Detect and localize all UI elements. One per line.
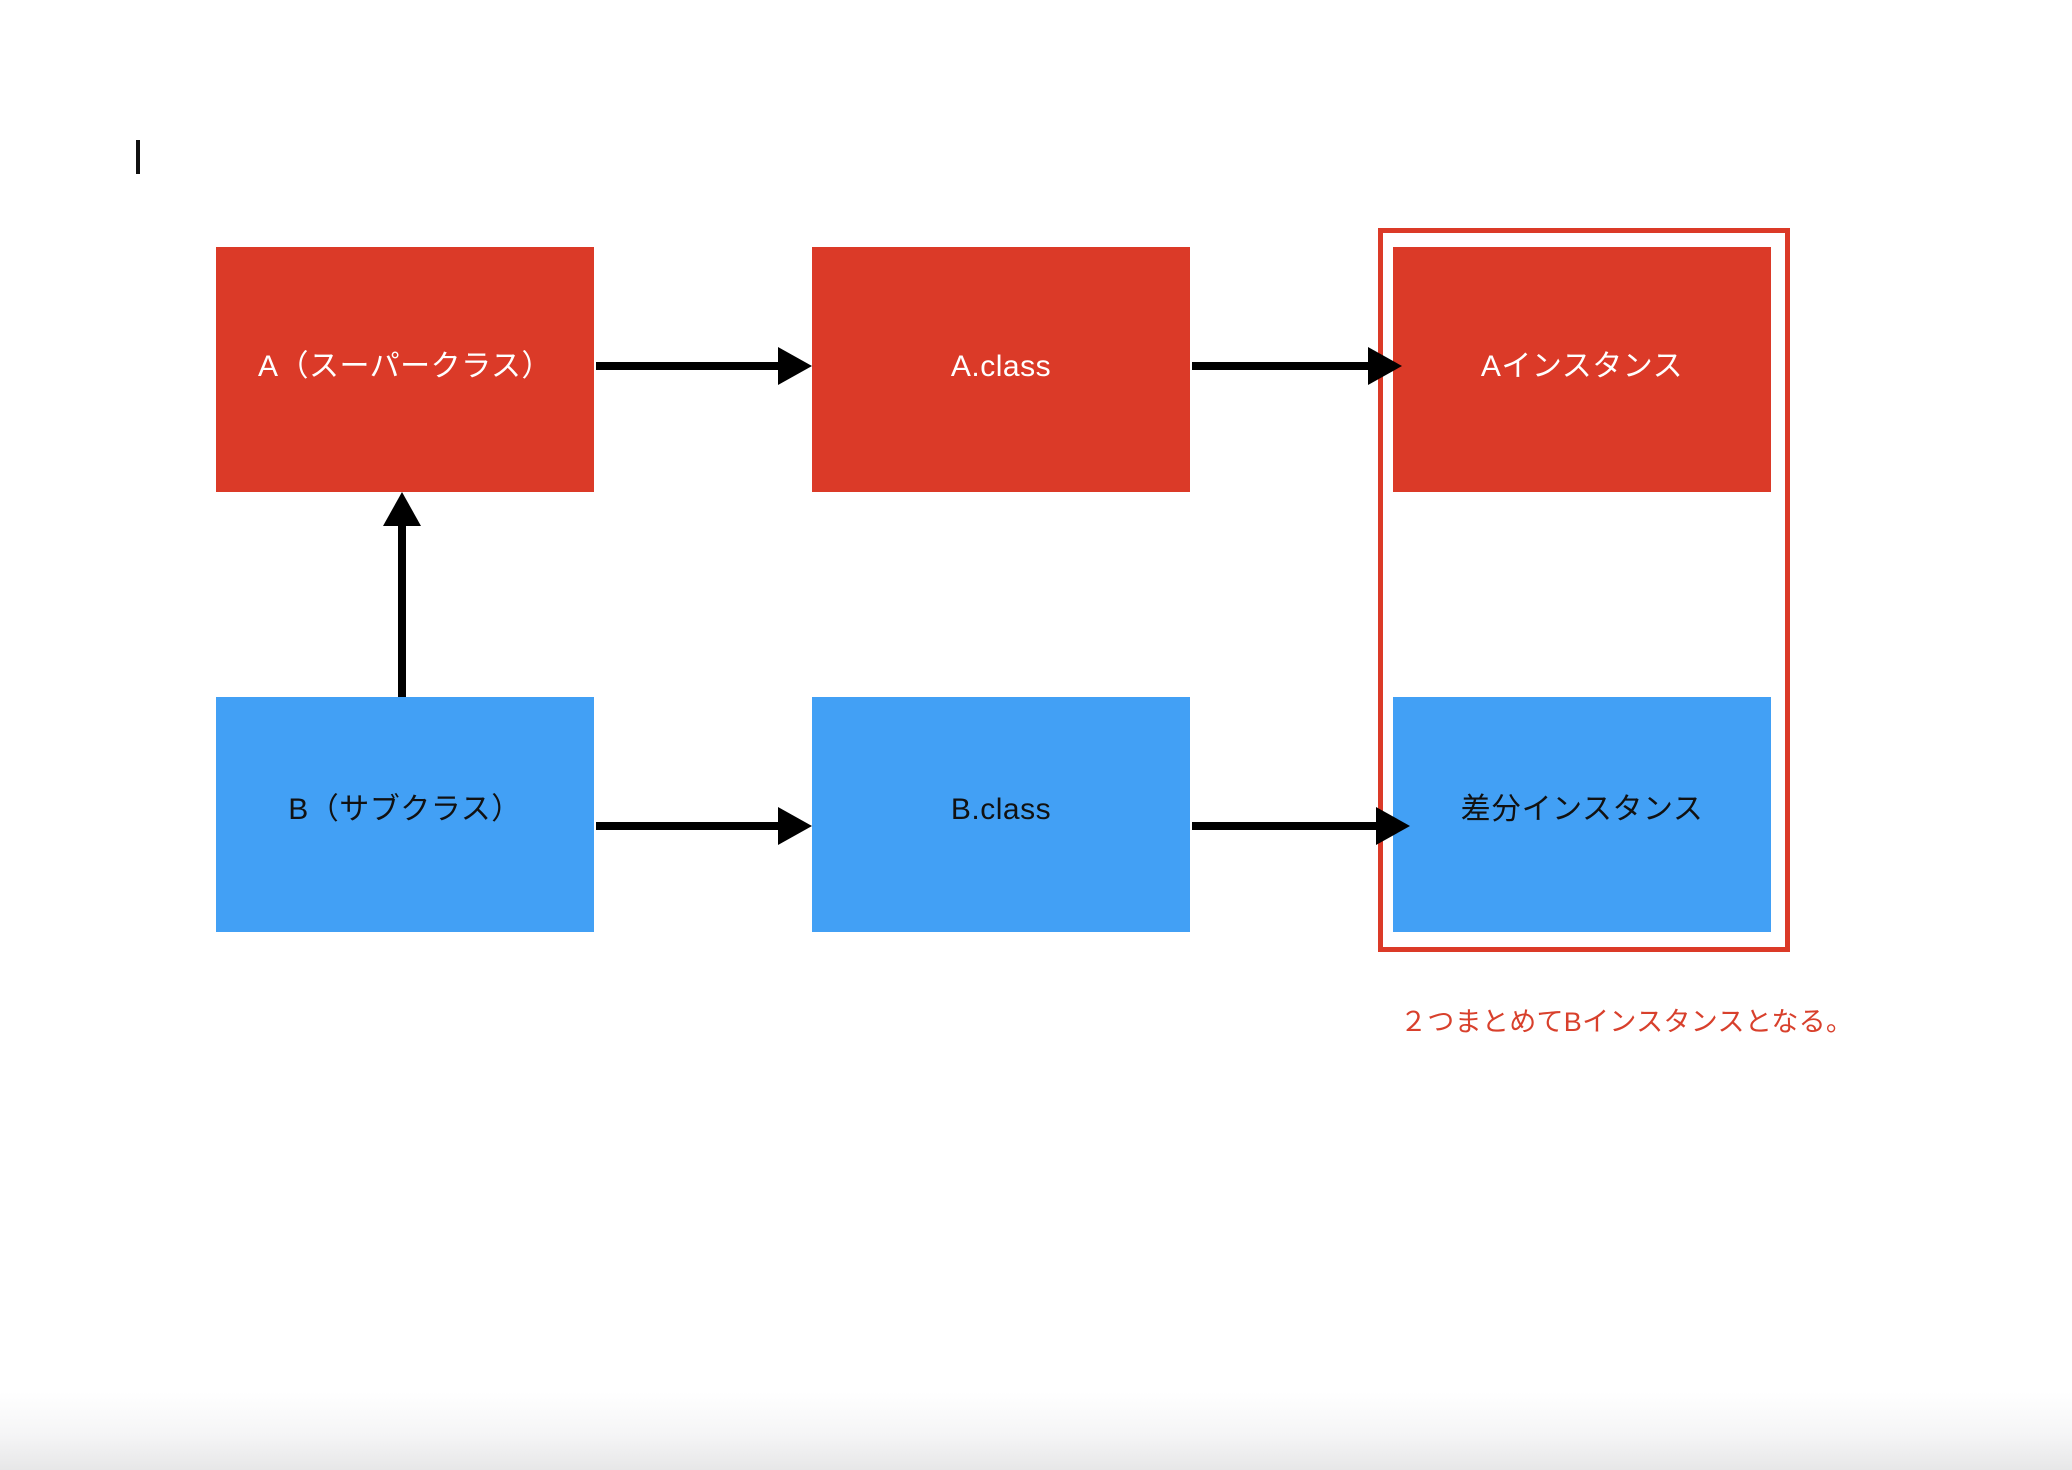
box-a-instance[interactable]: Aインスタンス bbox=[1393, 247, 1771, 492]
box-b-subclass[interactable]: B（サブクラス） bbox=[216, 697, 594, 932]
box-a-superclass[interactable]: A（スーパークラス） bbox=[216, 247, 594, 492]
b-instance-group-outline bbox=[1378, 228, 1790, 952]
box-b-subclass-label: B（サブクラス） bbox=[288, 793, 522, 826]
page-bottom-shadow bbox=[0, 1392, 2072, 1470]
box-b-class-file-label: B.class bbox=[950, 793, 1052, 826]
box-difference-instance[interactable]: 差分インスタンス bbox=[1393, 697, 1771, 932]
box-a-class-file[interactable]: A.class bbox=[812, 247, 1190, 492]
box-a-superclass-label: A（スーパークラス） bbox=[257, 350, 553, 383]
box-difference-instance-label: 差分インスタンス bbox=[1460, 793, 1704, 826]
box-b-class-file[interactable]: B.class bbox=[812, 697, 1190, 932]
box-a-instance-label: Aインスタンス bbox=[1480, 350, 1684, 383]
text-caret bbox=[136, 140, 140, 174]
box-a-class-file-label: A.class bbox=[950, 350, 1052, 383]
b-instance-group-caption: ２つまとめてBインスタンスとなる。 bbox=[1400, 1007, 1854, 1037]
